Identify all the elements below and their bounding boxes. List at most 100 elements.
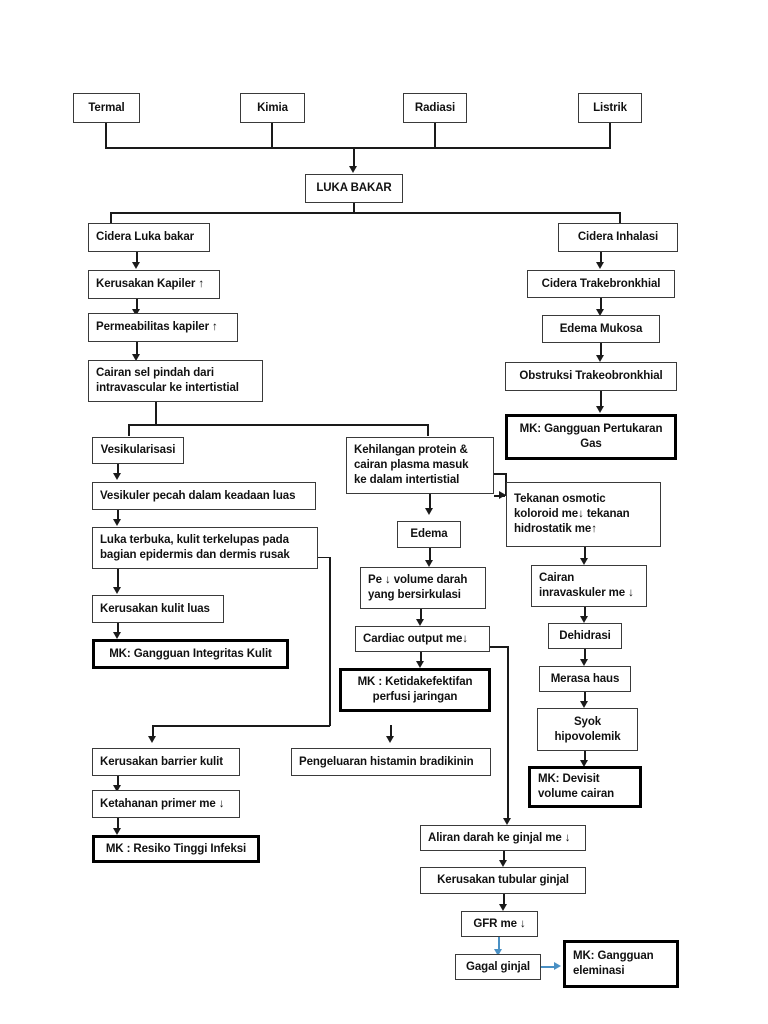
arrow-to-merasa-haus (580, 659, 588, 666)
node-kerusakan-tubular-ginjal: Kerusakan tubular ginjal (420, 867, 586, 894)
node-luka-bakar-label: LUKA BAKAR (316, 182, 392, 195)
node-kerusakan-barrier-kulit: Kerusakan barrier kulit (92, 748, 240, 776)
connector-lukaterbuka-to-kerusakan-kulit (117, 569, 119, 589)
node-merasa-haus: Merasa haus (539, 666, 631, 692)
node-luka-terbuka-line2: bagian epidermis dan dermis rusak (100, 549, 290, 561)
node-listrik: Listrik (578, 93, 642, 123)
node-vesikularisasi-label: Vesikularisasi (100, 444, 176, 457)
arrow-to-pengeluaran-histamin (386, 736, 394, 743)
node-kehilangan-protein-line3: ke dalam intertistial (354, 473, 460, 486)
connector-pevolume-to-cardiac (420, 609, 422, 621)
connector-edema-to-pe-volume (429, 548, 431, 562)
node-mk-devisit-line1: MK: Devisit (538, 773, 600, 786)
arrow-to-dehidrasi (580, 616, 588, 623)
node-ketahanan-primer-label: Ketahanan primer me ↓ (100, 797, 225, 810)
connector-kapiler-to-permeabilitas (136, 299, 138, 311)
arrow-to-luka-terbuka (113, 519, 121, 526)
connector-kehilangan-to-edema (429, 494, 431, 510)
arrow-to-obstruksi (596, 355, 604, 362)
node-vesikularisasi: Vesikularisasi (92, 437, 184, 464)
node-kerusakan-barrier-kulit-label: Kerusakan barrier kulit (100, 755, 223, 768)
node-mk-eleminasi-line1: MK: Gangguan (573, 950, 654, 963)
node-vesikuler-pecah-label: Vesikuler pecah dalam keadaan luas (100, 489, 296, 502)
node-cidera-luka-bakar: Cidera Luka bakar (88, 223, 210, 252)
arrow-to-kerusakan-barrier (148, 736, 156, 743)
node-mk-resiko-tinggi-infeksi-label: MK : Resiko Tinggi Infeksi (105, 842, 247, 855)
connector-cidera-to-kapiler (136, 252, 138, 264)
arrow-to-pe-volume (425, 560, 433, 567)
arrow-to-kerusakan-tubular (499, 860, 507, 867)
node-kerusakan-kulit-luas-label: Kerusakan kulit luas (100, 602, 210, 615)
connector-tubular-to-gfr (503, 894, 505, 906)
arrow-to-vesikuler-pecah (113, 473, 121, 480)
node-gagal-ginjal-label: Gagal ginjal (466, 960, 530, 973)
node-mk-perfusi-line1: MK : Ketidakefektifan (357, 676, 473, 689)
node-cidera-trakebronkhial: Cidera Trakebronkhial (527, 270, 675, 298)
node-tekanan-osmotic-line2: koloroid me↓ tekanan (514, 508, 630, 521)
node-kerusakan-kapiler-label: Kerusakan Kapiler ↑ (96, 278, 205, 291)
arrow-to-mk-devisit (580, 760, 588, 767)
node-mk-gangguan-eleminasi: MK: Gangguan eleminasi (563, 940, 679, 988)
node-mk-pertukaran-gas-line2: Gas (580, 438, 602, 450)
node-gfr-me: GFR me ↓ (461, 911, 538, 937)
connector-vesikularisasi-to-pecah (117, 464, 119, 475)
node-vesikuler-pecah: Vesikuler pecah dalam keadaan luas (92, 482, 316, 510)
node-tekanan-osmotic: Tekanan osmotic koloroid me↓ tekanan hid… (506, 482, 661, 547)
arrow-to-mk-pertukaran-gas (596, 406, 604, 413)
node-kerusakan-tubular-ginjal-label: Kerusakan tubular ginjal (437, 874, 569, 887)
node-ketahanan-primer: Ketahanan primer me ↓ (92, 790, 240, 818)
connector-lukaterbuka-hook-v (329, 557, 331, 726)
arrow-to-lukabakar (349, 166, 357, 173)
node-luka-terbuka-line1: Luka terbuka, kulit terkelupas pada (100, 534, 289, 547)
node-kimia-label: Kimia (257, 101, 288, 114)
connector-cardiac-hook-h (490, 646, 508, 648)
node-luka-terbuka: Luka terbuka, kulit terkelupas pada bagi… (92, 527, 318, 569)
arrow-to-ketahanan-primer (113, 785, 121, 792)
arrow-to-aliran-darah (503, 818, 511, 825)
node-permeabilitas-kapiler: Permeabilitas kapiler ↑ (88, 313, 238, 342)
connector-obstruksi-to-mk-gas (600, 391, 602, 408)
node-kerusakan-kulit-luas: Kerusakan kulit luas (92, 595, 224, 623)
connector-osmotic-to-cairan-intravaskuler (584, 547, 586, 560)
connector-inhalasi-to-trakebronkhial (600, 252, 602, 264)
node-tekanan-osmotic-line1: Tekanan osmotic (514, 493, 606, 506)
connector-bus-to-cidera-luka (110, 212, 112, 223)
node-pe-volume-darah-line1: Pe ↓ volume darah (368, 574, 468, 587)
connector-kehilangan-hook-h1 (494, 473, 506, 475)
node-pe-volume-darah: Pe ↓ volume darah yang bersirkulasi (360, 567, 486, 609)
arrow-to-permeabilitas (132, 309, 140, 316)
connector-cairansel-bus (128, 424, 428, 426)
connector-cairansel-down (155, 402, 157, 425)
node-dehidrasi: Dehidrasi (548, 623, 622, 649)
node-syok-line2: hipovolemik (554, 730, 621, 743)
node-edema-mukosa-label: Edema Mukosa (559, 322, 643, 335)
node-edema-label: Edema (410, 528, 448, 541)
node-mk-gangguan-integritas-kulit: MK: Gangguan Integritas Kulit (92, 639, 289, 669)
connector-kimia-down (271, 123, 273, 148)
node-termal-label: Termal (88, 101, 125, 114)
node-merasa-haus-label: Merasa haus (550, 672, 620, 685)
connector-kulitluas-to-mk (117, 623, 119, 634)
connector-bus-to-cidera-inhalasi (619, 212, 621, 223)
node-mk-devisit-volume-cairan: MK: Devisit volume cairan (528, 766, 642, 808)
connector-termal-down (105, 123, 107, 148)
node-cidera-inhalasi: Cidera Inhalasi (558, 223, 678, 252)
arrow-to-cairan-intravaskuler (580, 558, 588, 565)
connector-bus-to-histamin (390, 725, 392, 737)
node-tekanan-osmotic-line3: hidrostatik me↑ (514, 522, 597, 535)
node-kerusakan-kapiler: Kerusakan Kapiler ↑ (88, 270, 220, 299)
node-gagal-ginjal: Gagal ginjal (455, 954, 541, 980)
node-kehilangan-protein: Kehilangan protein & cairan plasma masuk… (346, 437, 494, 494)
connector-lukabakar-bus (110, 212, 620, 214)
node-obstruksi-trakeobronkhial-label: Obstruksi Trakeobronkhial (519, 370, 663, 383)
arrow-to-kerusakan-kulit-luas (113, 587, 121, 594)
connector-intravaskuler-to-dehidrasi (584, 607, 586, 618)
connector-bus-to-vesikularisasi (128, 424, 130, 436)
arrow-to-kerusakan-kapiler (132, 262, 140, 269)
arrow-to-tekanan-osmotic (499, 491, 506, 499)
node-edema-mukosa: Edema Mukosa (542, 315, 660, 343)
connector-cardiac-hook-v (507, 646, 509, 821)
connector-bus-to-barrier (152, 725, 154, 737)
arrow-to-gagal-ginjal (494, 949, 502, 956)
